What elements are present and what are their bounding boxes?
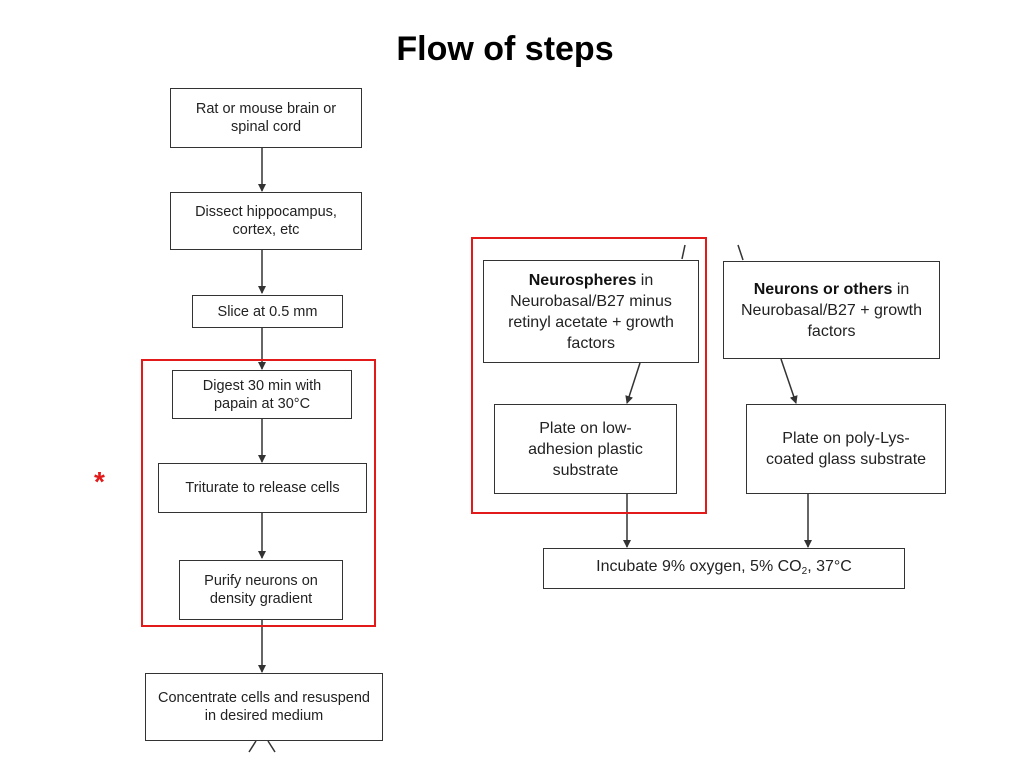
incubate-subscript-label: 2 [801, 565, 808, 577]
incubate-suffix-label: , 37°C [807, 557, 852, 575]
incoming-line-neurons [737, 244, 744, 261]
plate-low-label: Plate on low-adhesion plastic substrate [528, 419, 643, 479]
neurons-rest-label: in Neurobasal/B27 + growth factors [741, 280, 922, 340]
step-concentrate-box: Concentrate cells and resuspend in desir… [145, 673, 383, 741]
continuation-line-right [267, 740, 276, 753]
plate-low-box: Plate on low-adhesion plastic substrate [494, 404, 677, 494]
step-brain-label: Rat or mouse brain or spinal cord [195, 101, 337, 135]
neurons-box: Neurons or others in Neurobasal/B27 + gr… [723, 261, 940, 359]
neurospheres-rest-label: in Neurobasal/B27 minus retinyl acetate … [508, 271, 674, 352]
step-dissect-box: Dissect hippocampus, cortex, etc [170, 192, 362, 250]
neurospheres-bold-label: Neurospheres [528, 271, 637, 289]
neurons-text: Neurons or others in Neurobasal/B27 + gr… [732, 279, 931, 342]
step-concentrate-label: Concentrate cells and resuspend in desir… [158, 690, 370, 724]
arrow-neurons-to-plate-poly [780, 358, 798, 404]
step-purify-box: Purify neurons on density gradient [179, 560, 343, 620]
step-slice-label: Slice at 0.5 mm [217, 303, 318, 320]
continuation-line-left [248, 740, 257, 753]
arrow-neurospheres-to-plate-low [625, 362, 641, 404]
highlight-box-right [471, 237, 707, 514]
neurospheres-text: Neurospheres in Neurobasal/B27 minus ret… [492, 270, 690, 354]
highlight-box-left [141, 359, 376, 627]
step-slice-box: Slice at 0.5 mm [192, 295, 343, 328]
incubate-text: Incubate 9% oxygen, 5% CO2, 37°C [596, 556, 852, 582]
neurospheres-box: Neurospheres in Neurobasal/B27 minus ret… [483, 260, 699, 363]
step-brain-box: Rat or mouse brain or spinal cord [170, 88, 362, 148]
step-triturate-label: Triturate to release cells [185, 480, 340, 496]
step-purify-label: Purify neurons on density gradient [204, 573, 318, 607]
plate-poly-label: Plate on poly-Lys-coated glass substrate [765, 430, 927, 468]
step-digest-label: Digest 30 min with papain at 30°C [202, 377, 322, 412]
incubate-prefix-label: Incubate 9% oxygen, 5% CO [596, 557, 802, 575]
step-triturate-box: Triturate to release cells [158, 463, 367, 513]
page-title: Flow of steps [396, 30, 614, 68]
plate-poly-box: Plate on poly-Lys-coated glass substrate [746, 404, 946, 494]
step-digest-box: Digest 30 min with papain at 30°C [172, 370, 352, 419]
asterisk-marker: * [94, 466, 105, 497]
incoming-line-neurospheres [681, 244, 686, 260]
neurons-bold-label: Neurons or others [753, 280, 893, 298]
step-dissect-label: Dissect hippocampus, cortex, etc [195, 204, 337, 238]
incubate-box: Incubate 9% oxygen, 5% CO2, 37°C [543, 548, 905, 589]
